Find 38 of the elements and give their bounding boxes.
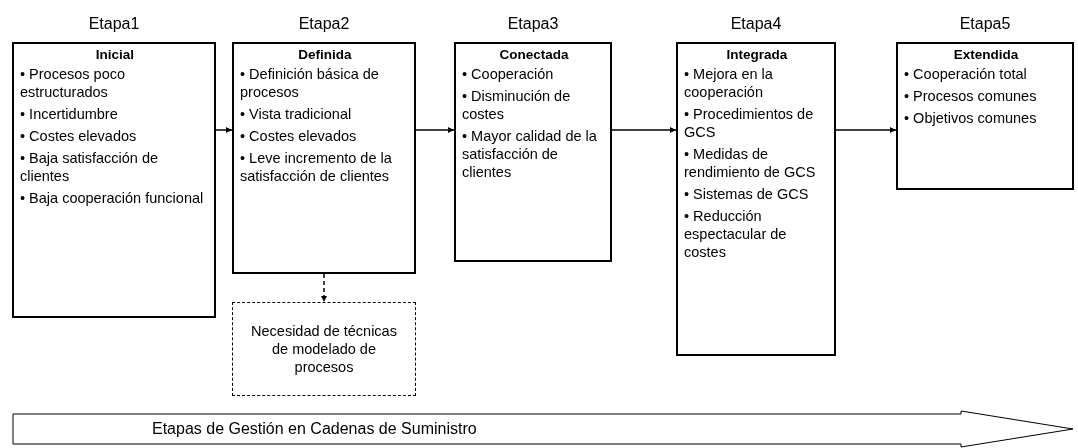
bullet-item: • Leve incremento de la satisfacción de clientes xyxy=(240,149,393,185)
stage-label: Etapa2 xyxy=(297,14,351,34)
arrow xyxy=(611,127,677,133)
bullet-item: • Sistemas de GCS xyxy=(684,185,810,203)
stage-label: Etapa1 xyxy=(87,14,141,34)
bullet-item: • Disminución de costes xyxy=(462,87,572,123)
bullet-item: • Mejora en la cooperación xyxy=(684,65,774,101)
stage-title: Conectada xyxy=(498,46,570,63)
bullet-item: • Procesos comunes xyxy=(904,87,1038,105)
stage-title: Definida xyxy=(297,46,353,63)
stage-label: Etapa5 xyxy=(958,14,1012,34)
note-text: Necesidad de técnicas de modelado de procesos xyxy=(250,322,398,376)
bullet-item: • Incertidumbre xyxy=(20,105,119,123)
arrow xyxy=(321,273,327,303)
bullet-item: • Objetivos comunes xyxy=(904,109,1038,127)
bullet-item: • Definición básica de procesos xyxy=(240,65,380,101)
bullet-item: • Baja cooperación funcional xyxy=(20,189,204,207)
arrow xyxy=(835,127,897,133)
stage-label: Etapa3 xyxy=(506,14,560,34)
bullet-item: • Costes elevados xyxy=(240,127,358,145)
bullet-item: • Cooperación total xyxy=(904,65,1028,83)
stage-title: Extendida xyxy=(952,46,1020,63)
bullet-item: • Costes elevados xyxy=(20,127,138,145)
banner-text: Etapas de Gestión en Cadenas de Suministro xyxy=(152,419,477,439)
bullet-item: • Baja satisfacción de clientes xyxy=(20,149,160,185)
bullet-item: • Procedimientos de GCS xyxy=(684,105,815,141)
bullet-item: • Mayor calidad de la satisfacción de clientes xyxy=(462,127,598,181)
bullet-item: • Vista tradicional xyxy=(240,105,353,123)
stage-title: Inicial xyxy=(94,46,136,63)
arrow xyxy=(215,127,233,133)
arrow xyxy=(415,127,455,133)
stage-title: Integrada xyxy=(725,46,789,63)
note-box xyxy=(232,302,416,396)
bullet-item: • Reducción espectacular de costes xyxy=(684,207,788,261)
bullet-item: • Cooperación xyxy=(462,65,555,83)
bullet-item: • Medidas de rendimiento de GCS xyxy=(684,145,817,181)
stage-label: Etapa4 xyxy=(729,14,783,34)
bullet-item: • Procesos poco estructurados xyxy=(20,65,127,101)
